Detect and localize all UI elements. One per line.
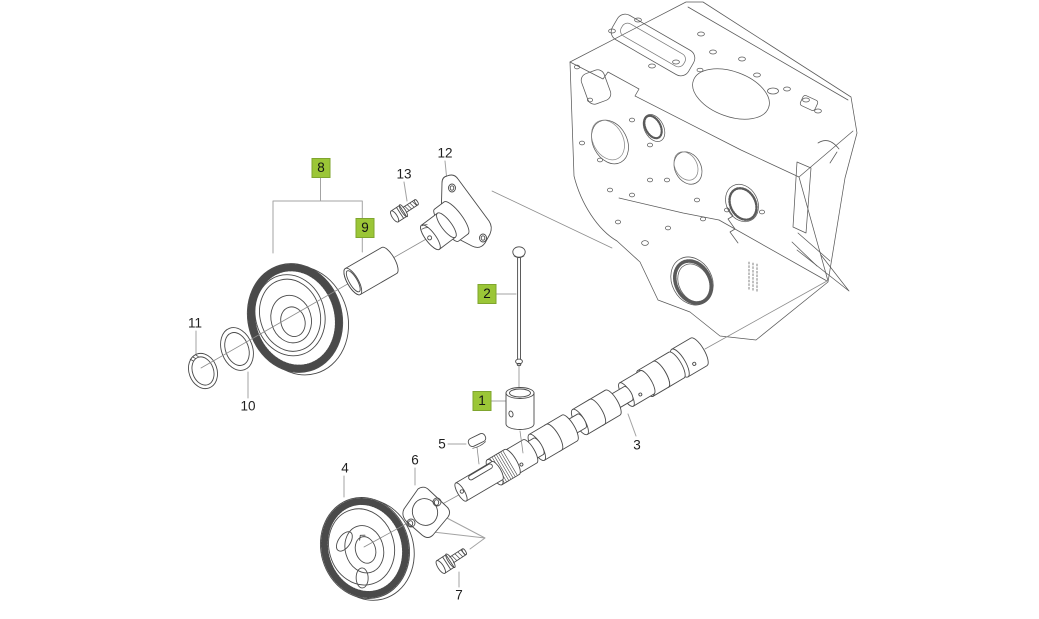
drive-housing-part-12 [420,174,492,251]
bolt-part-13 [390,199,419,223]
thrust-washer-part-10 [220,327,254,371]
key-centerline [476,446,480,465]
callout-13[interactable]: 13 [396,166,412,182]
snap-ring-part-11 [188,352,218,390]
core-plug-openings [591,114,759,223]
valvetrain-centerline [518,365,524,454]
thrust-plate-part-6 [402,486,451,538]
push-rod-part-2 [512,246,526,367]
callout-9[interactable]: 9 [355,218,375,238]
callout-10[interactable]: 10 [240,398,256,414]
woodruff-key-part-5 [467,433,487,449]
camshaft-part-3 [454,337,709,502]
tappet-part-1 [505,387,535,430]
leader-lines [195,160,828,588]
bushing-part-9 [343,246,399,296]
cam-gear-part-4 [319,497,415,601]
face-holes [574,64,765,246]
callout-11[interactable]: 11 [187,315,203,331]
callout-3[interactable]: 3 [633,437,641,453]
callout-5[interactable]: 5 [438,436,446,452]
callout-2[interactable]: 2 [477,284,497,304]
callout-8[interactable]: 8 [311,158,331,178]
deck-holes [608,17,822,114]
bolt-part-7 [435,548,467,574]
callout-1[interactable]: 1 [472,391,492,411]
camshaft-bore [670,256,714,306]
block-right-details [726,140,850,293]
callout-12[interactable]: 12 [437,145,453,161]
callout-4[interactable]: 4 [341,460,349,476]
callout-7[interactable]: 7 [455,587,463,603]
idler-gear-part-8 [246,263,350,376]
callout-6[interactable]: 6 [411,452,419,468]
engine-block-drawing [569,1,858,341]
